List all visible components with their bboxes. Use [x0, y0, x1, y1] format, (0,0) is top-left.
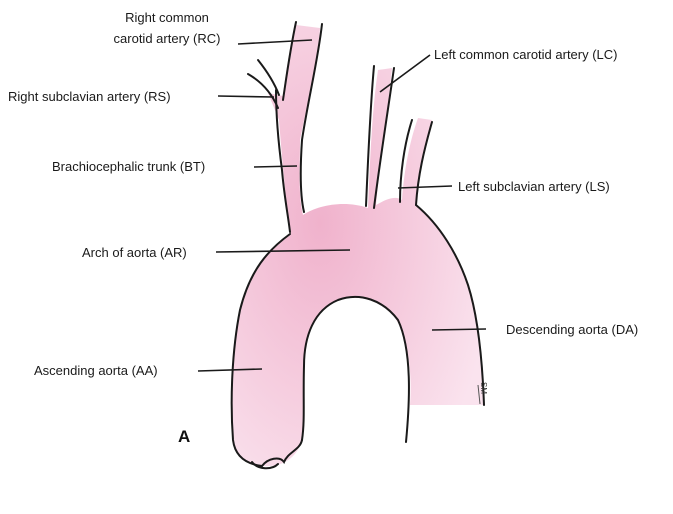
label-lc: Left common carotid artery (LC) [434, 47, 618, 62]
label-ar: Arch of aorta (AR) [82, 245, 187, 260]
label-rc: Right common carotid artery (RC) [96, 10, 238, 46]
label-da: Descending aorta (DA) [506, 322, 638, 337]
panel-letter: A [178, 427, 190, 447]
aorta-body [232, 25, 484, 466]
label-rc-line1: Right common [96, 10, 238, 25]
label-ls: Left subclavian artery (LS) [458, 179, 610, 194]
label-rc-line2: carotid artery (RC) [96, 31, 238, 46]
label-rs: Right subclavian artery (RS) [8, 89, 171, 104]
label-bt: Brachiocephalic trunk (BT) [52, 159, 205, 174]
label-aa: Ascending aorta (AA) [34, 363, 158, 378]
artist-initials: SM [479, 382, 488, 394]
